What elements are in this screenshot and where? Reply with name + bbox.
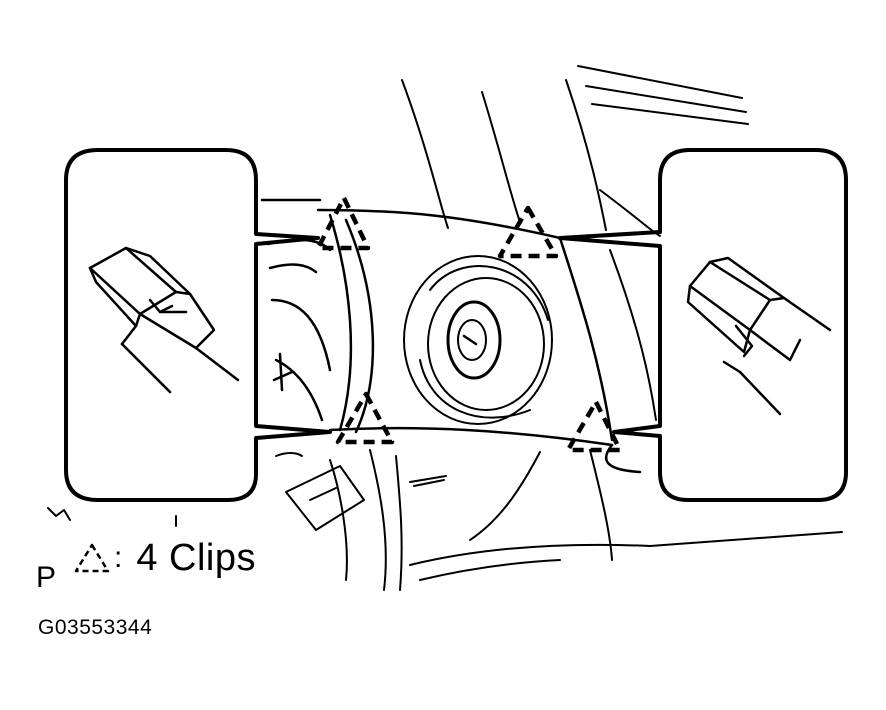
steering-column-cover <box>260 198 642 474</box>
figure-id: G03553344 <box>38 616 153 639</box>
right-clip-detail <box>686 256 832 416</box>
legend-colon: : <box>114 541 123 574</box>
right-detail-frame <box>558 148 848 502</box>
ignition-key-cylinder <box>403 255 553 425</box>
left-clip-detail <box>88 246 240 394</box>
left-detail-frame <box>64 148 332 502</box>
legend-text: 4 Clips <box>136 537 256 579</box>
clip-marker-icon <box>497 205 559 259</box>
clip-marker-icon <box>315 195 371 251</box>
lower-column-wiring <box>47 449 613 591</box>
clip-legend: : 4 Clips <box>72 533 256 583</box>
corner-mark: P <box>36 561 57 594</box>
dashboard-outline <box>401 65 843 581</box>
dashed-triangle-clip-icon <box>74 543 110 573</box>
clip-marker-icon <box>335 391 395 445</box>
clip-marker-icon <box>565 399 623 453</box>
